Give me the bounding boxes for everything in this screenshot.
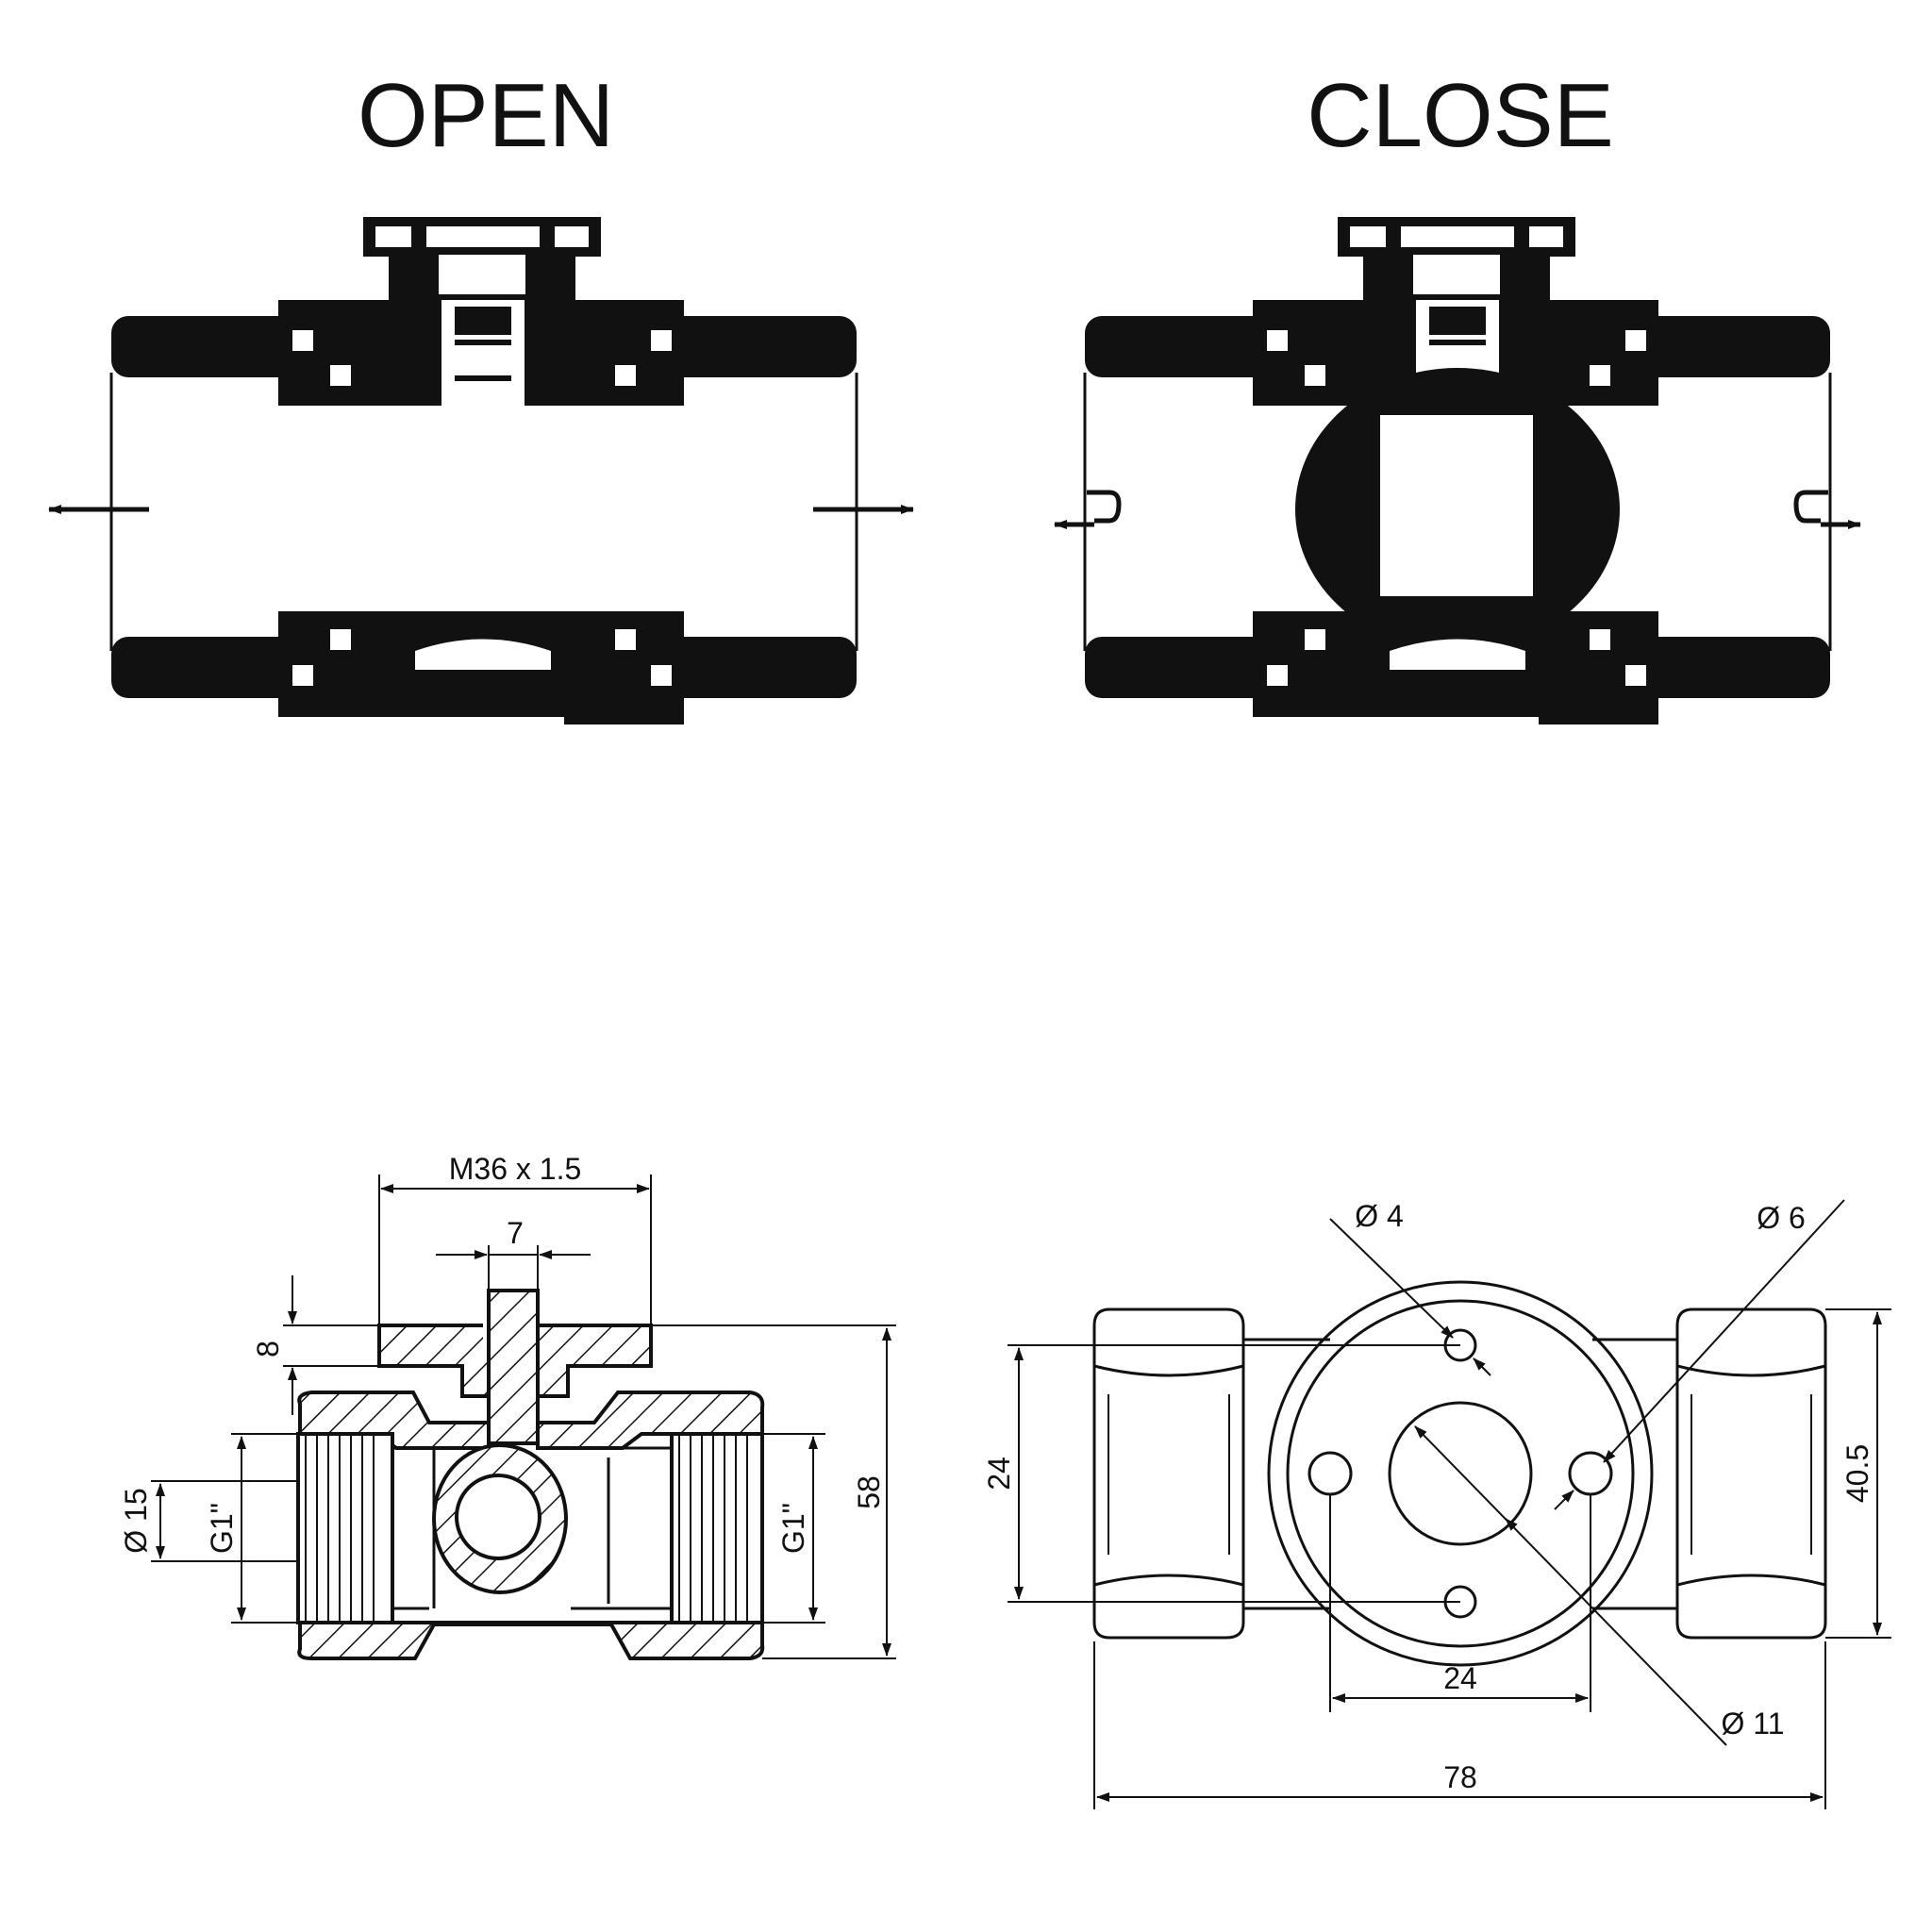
dim-center-bore: Ø 11	[1722, 1707, 1785, 1740]
dim-flange: 8	[251, 1341, 285, 1357]
dim-body-height: 40.5	[1840, 1444, 1874, 1503]
dim-port-right: G1"	[776, 1503, 810, 1554]
dim-vertical-spacing: 24	[982, 1457, 1016, 1491]
dim-hole-medium: Ø 6	[1757, 1201, 1806, 1235]
right-nut	[1675, 1307, 1827, 1640]
stem	[487, 1289, 540, 1445]
open-title: OPEN	[358, 65, 614, 166]
dim-stem: 7	[507, 1216, 524, 1250]
dim-bore: Ø 15	[119, 1488, 153, 1553]
dim-length: 78	[1443, 1760, 1477, 1794]
hole-right	[1568, 1451, 1613, 1496]
dim-thread-top: M36 x 1.5	[449, 1152, 582, 1186]
dim-hole-small: Ø 4	[1355, 1199, 1404, 1233]
flange-outer	[1267, 1280, 1654, 1667]
hole-left	[1307, 1451, 1353, 1496]
section-view: M36 x 1.5 7 8 58 G1" G1" Ø 15	[119, 1152, 896, 1660]
center-bore	[1388, 1401, 1533, 1546]
dim-height: 58	[852, 1475, 886, 1509]
close-title: CLOSE	[1307, 65, 1613, 166]
top-view: Ø 4 Ø 6 Ø 11 24 24 40.5 78	[982, 1199, 1891, 1809]
open-valve-diagram	[48, 217, 914, 724]
dim-port-left: G1"	[205, 1503, 239, 1554]
left-nut	[1092, 1307, 1245, 1640]
dim-horizontal-spacing: 24	[1443, 1661, 1477, 1695]
close-valve-diagram	[1054, 217, 1861, 724]
